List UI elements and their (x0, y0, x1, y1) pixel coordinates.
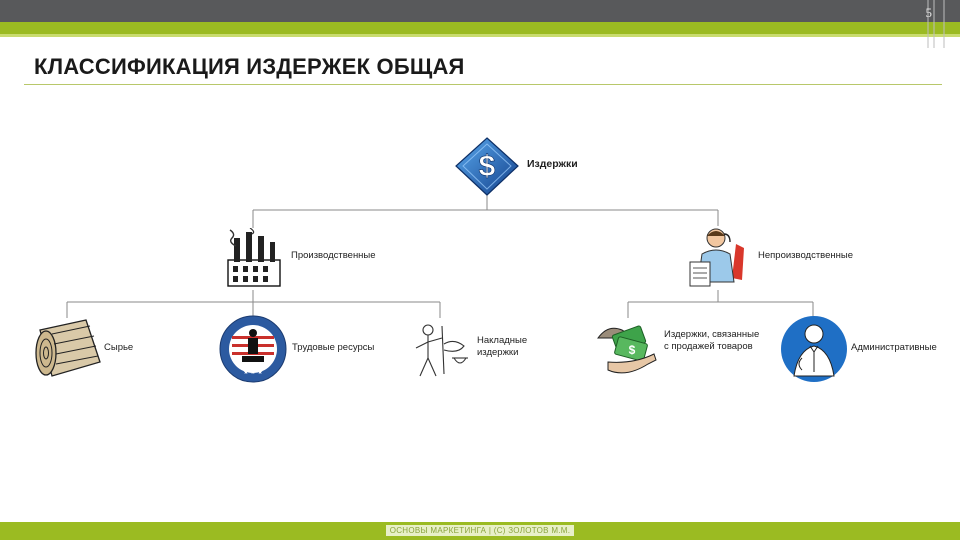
footer: ОСНОВЫ МАРКЕТИНГА | (С) ЗОЛОТОВ М.М. (0, 525, 960, 536)
level2-overhead-label: Накладные издержки (477, 335, 528, 358)
slide-number: 5 (925, 5, 933, 20)
top-accent-bar (0, 22, 960, 34)
svg-text:★ ★ ★: ★ ★ ★ (243, 369, 262, 376)
log-icon (35, 319, 101, 377)
svg-text:$: $ (479, 150, 496, 183)
level1-nonproduction-label: Непроизводственные (758, 250, 854, 261)
worker-emblem-icon: ★ ★ ★ (219, 315, 287, 383)
level1-production-label: Производственные (291, 250, 376, 261)
money-hands-icon: $ (597, 325, 657, 374)
level2-selling-costs-label: Издержки, связанные с продажей товаров (664, 329, 760, 352)
title-divider (24, 84, 942, 85)
footer-text: ОСНОВЫ МАРКЕТИНГА | (С) ЗОЛОТОВ М.М. (385, 525, 575, 536)
level2-labor-label: Трудовые ресурсы (292, 342, 375, 353)
level2-administrative-label: Административные (851, 342, 937, 353)
manager-icon (781, 316, 847, 382)
page-title: КЛАССИФИКАЦИЯ ИЗДЕРЖЕК ОБЩАЯ (34, 54, 465, 79)
corner-decoration (927, 0, 945, 48)
top-bar (0, 0, 960, 22)
sketch-figure-icon (415, 324, 468, 377)
top-accent-line (0, 34, 960, 37)
office-worker-icon (689, 228, 744, 287)
svg-text:$: $ (629, 343, 636, 357)
dollar-diamond-icon: $ (455, 137, 519, 196)
level2-raw-materials-label: Сырье (104, 342, 134, 353)
factory-icon (227, 228, 281, 287)
root-label: Издержки (527, 158, 578, 170)
